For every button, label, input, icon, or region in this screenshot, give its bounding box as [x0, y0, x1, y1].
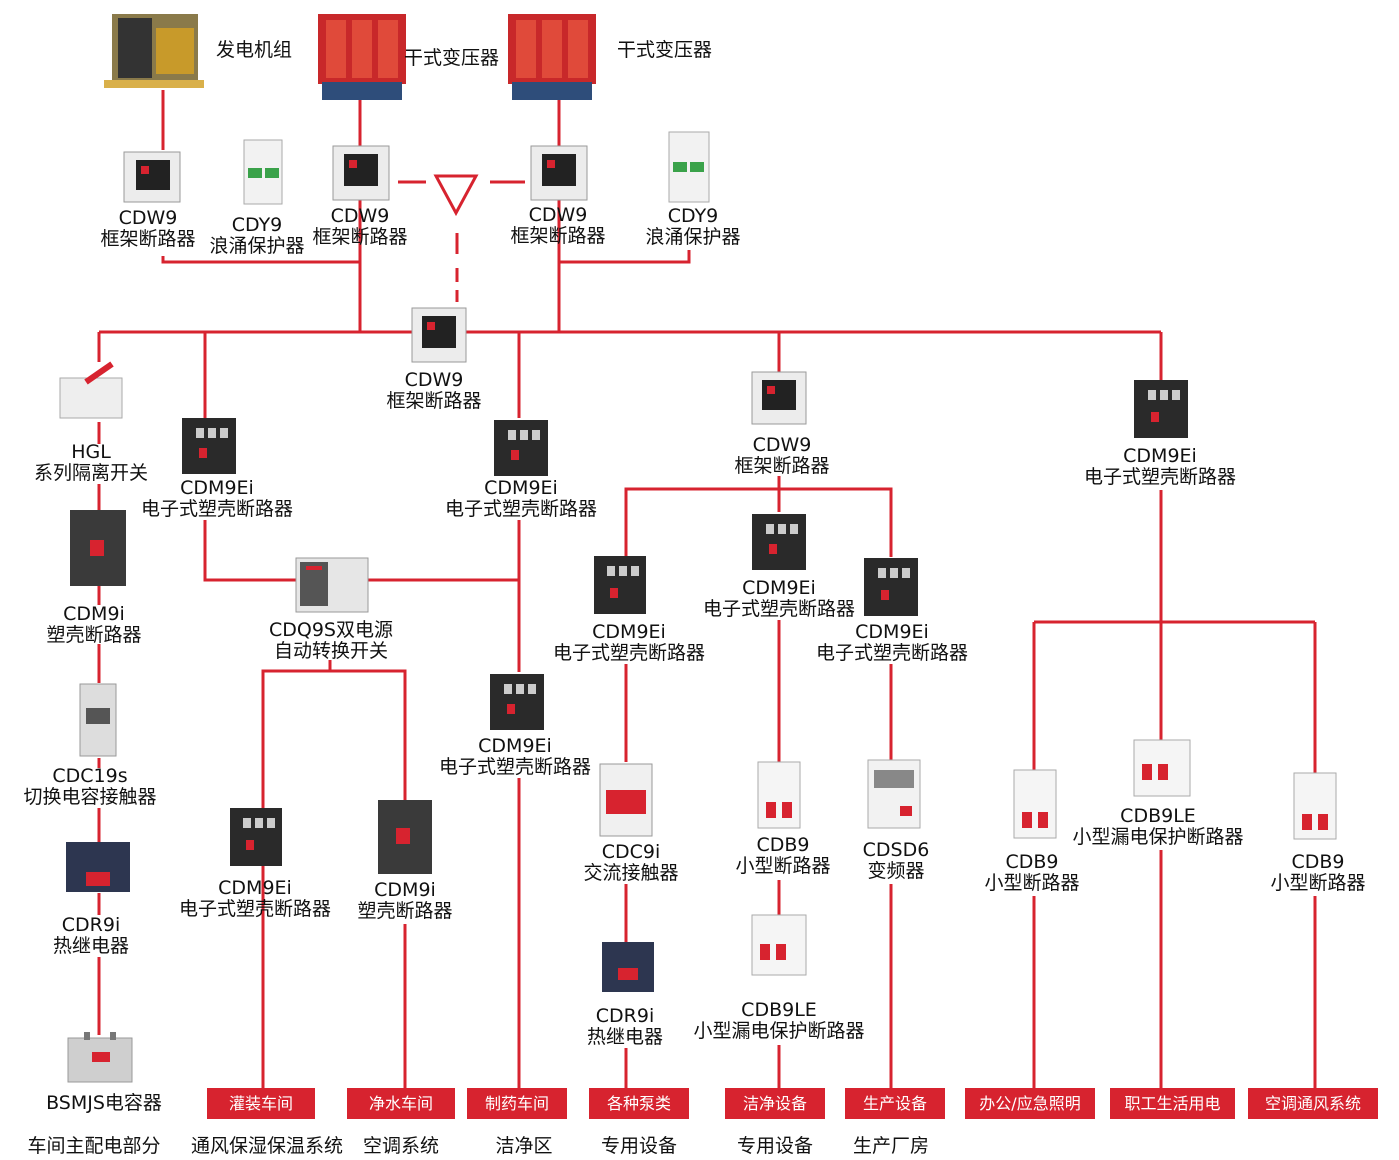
cdm9ei-f-icon: [752, 514, 806, 570]
transformer-1-label: 干式变压器: [404, 47, 500, 69]
cdb9-r2-icon: [1293, 772, 1337, 840]
cdb9le-mid-icon: [751, 914, 807, 976]
wire-group: [97, 90, 1317, 1088]
cdm9ei-b-icon: [494, 420, 548, 476]
cdm9ei-c-icon: [230, 808, 282, 866]
cdr9i-left-icon: [66, 842, 130, 892]
bsmjs-label: BSMJS电容器: [46, 1092, 162, 1114]
cdm9i-mid-icon: [378, 800, 432, 874]
tag-staff-power: 职工生活用电: [1110, 1088, 1235, 1119]
cdq9s-label: CDQ9S双电源自动转换开关: [268, 619, 394, 662]
cdc9i-icon: [599, 763, 653, 837]
zone-special-equipment-1: 专用设备: [600, 1135, 678, 1157]
generator-icon: [104, 14, 204, 88]
transformer-2-icon: [508, 14, 596, 100]
zone-special-equipment-2: 专用设备: [736, 1135, 814, 1157]
cdy9-right-icon: [668, 131, 710, 203]
cdm9ei-g-icon: [864, 558, 918, 616]
cdr9i-mid-icon: [602, 942, 654, 992]
tag-cleaning-equipment: 洁净设备: [725, 1088, 825, 1119]
zone-production-plant: 生产厂房: [852, 1135, 930, 1157]
cdq9s-icon: [295, 557, 369, 613]
cdsd6-icon: [867, 759, 921, 829]
bsmjs-icon: [67, 1032, 133, 1083]
zone-main-distribution: 车间主配电部分: [27, 1135, 161, 1157]
tag-water-workshop: 净水车间: [347, 1088, 455, 1119]
cdw9-mid-icon: [751, 371, 807, 425]
hgl-icon: [59, 361, 123, 419]
zone-air-conditioning: 空调系统: [362, 1135, 440, 1157]
cdw9-t1-icon: [332, 145, 390, 201]
cdb9-r1-icon: [1013, 769, 1057, 839]
cdm9ei-h-icon: [1134, 380, 1188, 438]
cdc19s-icon: [79, 683, 117, 757]
cdb9le-r-icon: [1133, 739, 1191, 797]
cdm9ei-a-icon: [182, 418, 236, 474]
tag-filling-workshop: 灌装车间: [207, 1088, 315, 1119]
generator-label: 发电机组: [216, 39, 293, 61]
zone-clean-area: 洁净区: [495, 1135, 553, 1157]
cdm9ei-e-icon: [594, 556, 646, 614]
cdm9i-left-icon: [70, 510, 126, 586]
tag-pharma-workshop: 制药车间: [467, 1088, 567, 1119]
cdw9-gen-icon: [123, 151, 181, 203]
tag-office-lighting: 办公/应急照明: [965, 1088, 1095, 1119]
tag-pumps: 各种泵类: [589, 1088, 689, 1119]
transformer-1-icon: [318, 14, 406, 100]
transformer-2-label: 干式变压器: [617, 39, 713, 61]
cdw9-t2-icon: [530, 145, 588, 201]
cdw9-tie-icon: [411, 307, 467, 363]
cdy9-left-icon: [243, 139, 283, 205]
cdb9-mid-icon: [757, 761, 801, 829]
tag-hvac: 空调通风系统: [1248, 1088, 1378, 1119]
tag-production-equipment: 生产设备: [845, 1088, 945, 1119]
zone-ventilation: 通风保湿保温系统: [190, 1135, 344, 1157]
cdm9ei-d-icon: [490, 674, 544, 730]
